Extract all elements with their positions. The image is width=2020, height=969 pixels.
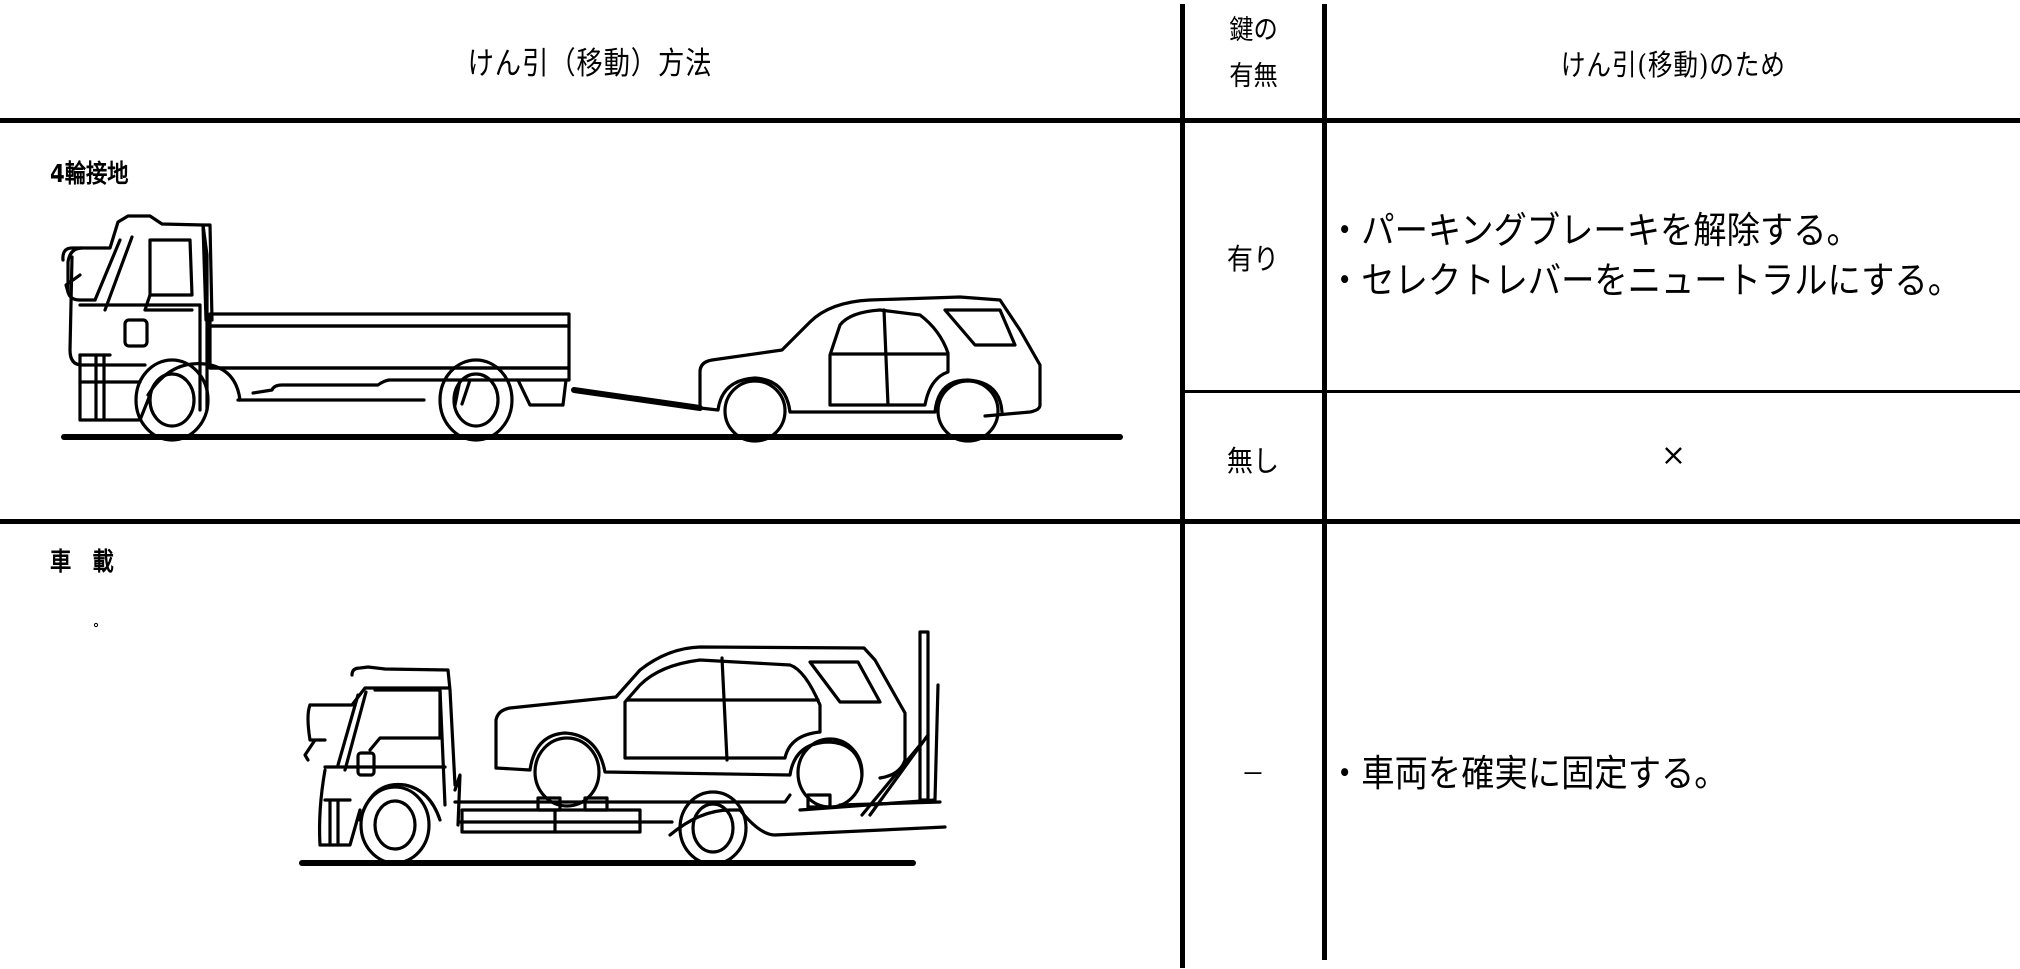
header-cell-method: けん引（移動）方法 bbox=[0, 38, 1180, 83]
instruction-release-parking-brake: ・パーキングブレーキを解除する。 bbox=[1328, 209, 1860, 252]
section-label: 車 載 bbox=[50, 547, 114, 576]
truck-towing-car-icon bbox=[61, 214, 1123, 443]
flatbed-truck-carrying-car-icon bbox=[93, 622, 947, 866]
section-label: 4輪接地 bbox=[50, 159, 129, 188]
instruction-list: ・パーキングブレーキを解除する。 ・セレクトレバーをニュートラルにする。 bbox=[1328, 206, 1961, 306]
section-divider bbox=[0, 519, 2020, 524]
header-method-label: けん引（移動）方法 bbox=[467, 46, 713, 82]
header-cell-key: 鍵の 有無 bbox=[1185, 8, 1322, 100]
instruction-secure-vehicle: ・車両を確実に固定する。 bbox=[1328, 752, 1728, 795]
instruction-select-lever-neutral: ・セレクトレバーをニュートラルにする。 bbox=[1328, 259, 1962, 302]
key-row-divider bbox=[1182, 390, 2020, 393]
key-na-label: － bbox=[1241, 760, 1266, 790]
header-divider bbox=[0, 118, 2020, 123]
header-key-line2: 有無 bbox=[1229, 61, 1278, 92]
key-present-label: 有り bbox=[1227, 242, 1280, 276]
header-cell-action: けん引(移動)のため bbox=[1327, 42, 2020, 84]
header-key-line1: 鍵の bbox=[1229, 15, 1278, 46]
instruction-list: ・車両を確実に固定する。 bbox=[1328, 749, 1728, 799]
key-absent-label: 無し bbox=[1227, 444, 1280, 478]
column-divider-method bbox=[1180, 4, 1185, 968]
not-allowed-mark: × bbox=[1660, 438, 1687, 473]
column-divider-key bbox=[1322, 4, 1327, 960]
header-action-label: けん引(移動)のため bbox=[1561, 48, 1786, 82]
